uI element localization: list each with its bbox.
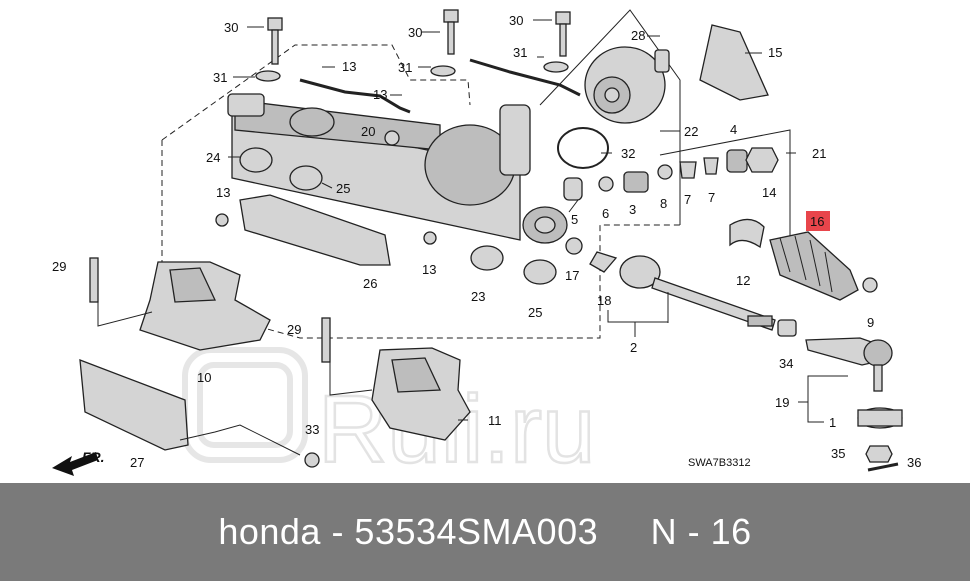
rack-guard-26 xyxy=(239,194,391,266)
label-31-b: 31 xyxy=(398,60,412,75)
mount-bolts xyxy=(255,9,571,82)
label-30-b: 30 xyxy=(408,25,422,40)
label-30-a: 30 xyxy=(224,20,238,35)
steering-boot-16 xyxy=(769,231,859,301)
drawing-code: SWA7B3312 xyxy=(688,457,751,469)
label-4: 4 xyxy=(730,122,737,137)
front-direction-indicator: FR. xyxy=(52,449,105,476)
assist-motor xyxy=(584,46,670,124)
clamp-12 xyxy=(729,218,765,249)
label-25-b: 25 xyxy=(528,305,542,320)
label-35: 35 xyxy=(831,446,845,461)
label-26: 26 xyxy=(363,276,377,291)
label-12: 12 xyxy=(736,273,750,288)
label-7-b: 7 xyxy=(708,190,715,205)
label-13-b: 13 xyxy=(373,87,387,102)
kit-bracket xyxy=(659,129,791,245)
label-20: 20 xyxy=(361,124,375,139)
mount-bracket-10 xyxy=(89,257,271,351)
label-23: 23 xyxy=(471,289,485,304)
label-7-a: 7 xyxy=(684,192,691,207)
label-29-b: 29 xyxy=(287,322,301,337)
rack-housing xyxy=(227,93,568,244)
label-10: 10 xyxy=(197,370,211,385)
label-1: 1 xyxy=(829,415,836,430)
label-13-a: 13 xyxy=(342,59,356,74)
hose-22 xyxy=(469,58,581,97)
mount-bracket-11 xyxy=(321,317,471,441)
label-13-c: 13 xyxy=(216,185,230,200)
rack-bushings xyxy=(239,147,583,285)
label-22: 22 xyxy=(684,124,698,139)
label-13-d: 13 xyxy=(422,262,436,277)
tie-rod-2 xyxy=(589,251,797,337)
label-27: 27 xyxy=(130,455,144,470)
label-21: 21 xyxy=(812,146,826,161)
label-8: 8 xyxy=(660,196,667,211)
label-36: 36 xyxy=(907,455,921,470)
label-31-a: 31 xyxy=(213,70,227,85)
tie-rod-end-19 xyxy=(805,337,903,472)
label-14: 14 xyxy=(762,185,776,200)
rack-small-parts xyxy=(563,147,779,201)
label-30-c: 30 xyxy=(509,13,523,28)
label-29-a: 29 xyxy=(52,259,66,274)
label-18: 18 xyxy=(597,293,611,308)
label-6: 6 xyxy=(602,206,609,221)
steering-rack-parts-diagram: Ruli.ru xyxy=(52,9,922,483)
part-labels: 30 30 30 31 31 31 28 15 13 13 20 22 32 2… xyxy=(52,13,921,470)
front-label: FR. xyxy=(82,449,105,465)
leader-lines xyxy=(97,19,848,423)
label-31-c: 31 xyxy=(513,45,527,60)
caption-bar: honda - 53534SMA003 N - 16 xyxy=(0,483,970,581)
label-28: 28 xyxy=(631,28,645,43)
label-9: 9 xyxy=(867,315,874,330)
part-number-caption: honda - 53534SMA003 N - 16 xyxy=(218,511,752,552)
label-19: 19 xyxy=(775,395,789,410)
rack-top-boundary xyxy=(161,44,471,141)
label-34: 34 xyxy=(779,356,793,371)
label-5: 5 xyxy=(571,212,578,227)
heat-shield-27 xyxy=(79,359,320,468)
label-32: 32 xyxy=(621,146,635,161)
highlight-box-16 xyxy=(806,211,830,231)
label-24: 24 xyxy=(206,150,220,165)
cover-15 xyxy=(699,24,769,101)
label-17: 17 xyxy=(565,268,579,283)
label-25-a: 25 xyxy=(336,181,350,196)
motor-boundary xyxy=(539,9,681,225)
label-16: 16 xyxy=(810,214,824,229)
label-3: 3 xyxy=(629,202,636,217)
o-ring-32 xyxy=(557,127,609,169)
label-11: 11 xyxy=(488,413,502,428)
label-2: 2 xyxy=(630,340,637,355)
label-33: 33 xyxy=(305,422,319,437)
pipe-20 xyxy=(299,78,411,114)
label-15: 15 xyxy=(768,45,782,60)
front-arrow-icon xyxy=(52,452,98,476)
